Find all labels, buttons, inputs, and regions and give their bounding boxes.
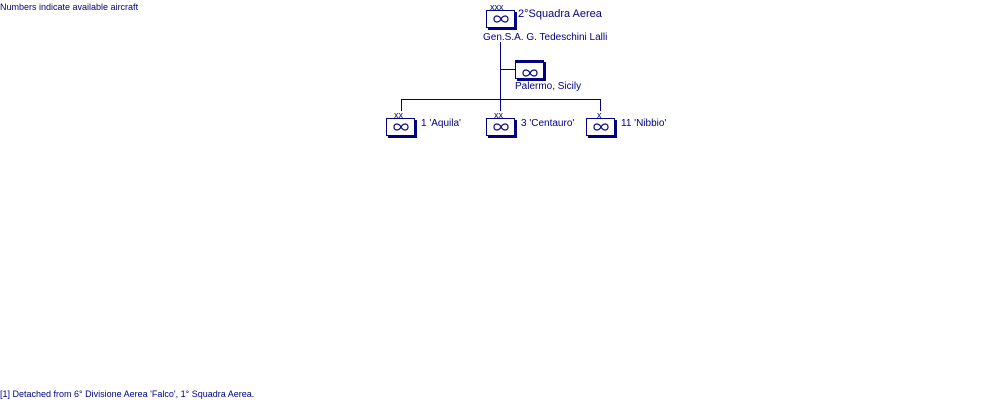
air-force-wings-icon (393, 123, 409, 131)
detached-unit-box[interactable] (515, 60, 544, 79)
unit-3-box[interactable] (586, 118, 615, 136)
unit-1-label: 1 'Aquila' (421, 118, 461, 129)
hq-commander: Gen.S.A. G. Tedeschini Lalli (483, 32, 608, 43)
hq-title: 2°Squadra Aerea (518, 8, 602, 20)
hq-unit-box[interactable] (486, 10, 515, 28)
air-force-wings-icon (522, 69, 538, 77)
air-force-wings-icon (593, 123, 609, 131)
unit-2-echelon: xx (494, 110, 503, 120)
unit-1-box[interactable] (386, 118, 415, 136)
hq-echelon: xxx (490, 2, 504, 12)
unit-3-label: 11 'Nibbio' (621, 118, 667, 129)
unit-3-echelon: x (597, 110, 602, 120)
unit-1-echelon: xx (394, 110, 403, 120)
air-force-wings-icon (493, 15, 509, 23)
unit-2-label: 3 'Centauro' (521, 118, 575, 129)
drop-line-2 (500, 99, 501, 111)
detached-branch-line (500, 69, 515, 70)
unit-2-box[interactable] (486, 118, 515, 136)
detached-location: Palermo, Sicily (515, 81, 582, 92)
footnote: [1] Detached from 6° Divisione Aerea 'Fa… (0, 389, 255, 399)
drop-line-1 (401, 99, 402, 111)
air-force-wings-icon (493, 123, 509, 131)
division-bus-line (401, 99, 601, 100)
hq-stem-line (500, 42, 501, 99)
top-note: Numbers indicate available aircraft (0, 2, 139, 12)
drop-line-3 (600, 99, 601, 111)
